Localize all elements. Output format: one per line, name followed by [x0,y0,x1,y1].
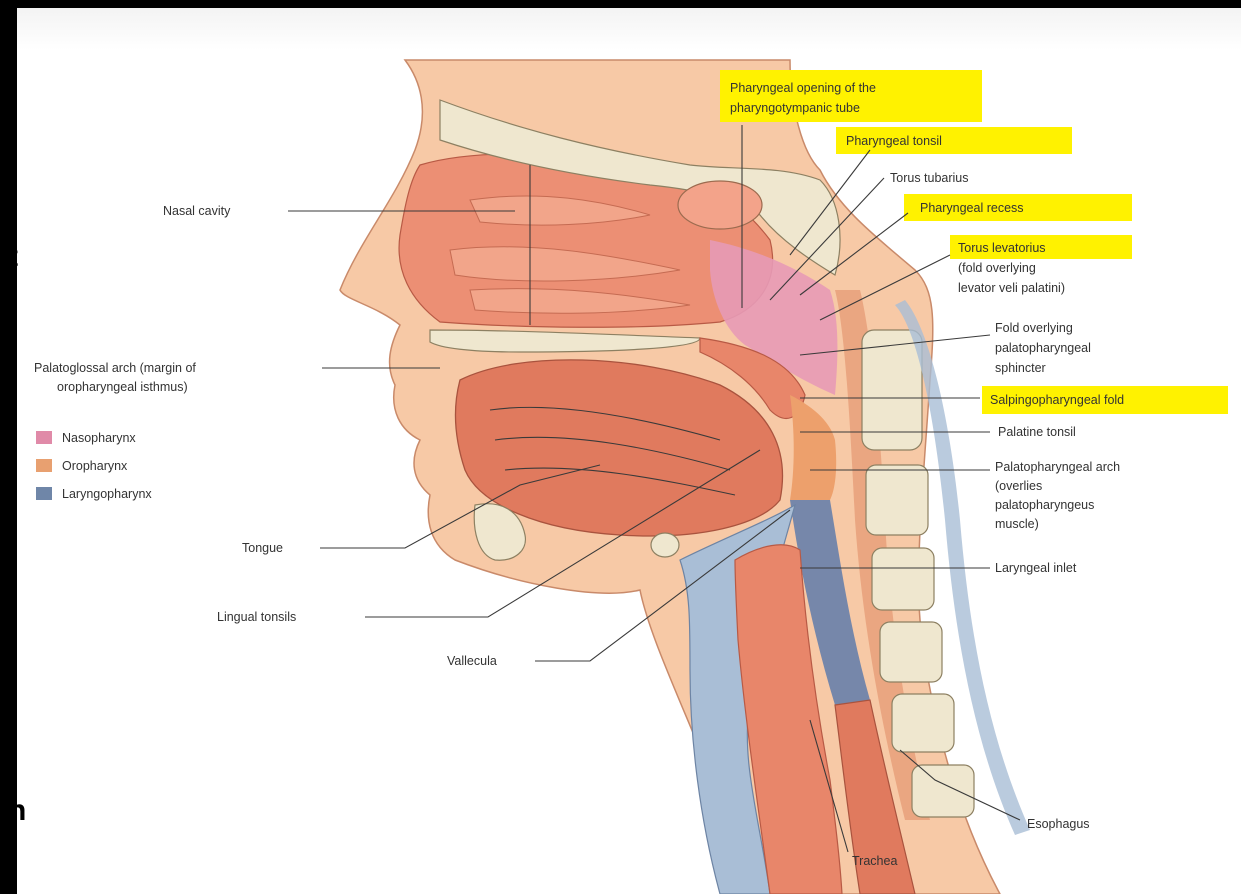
legend-label: Nasopharynx [62,431,136,445]
label-pharyngeal-tonsil: Pharyngeal tonsil [846,134,942,148]
label-fold-overlying: Fold overlying [995,321,1073,335]
label-vallecula: Vallecula [447,654,497,668]
label-palatopharyngeal-arch: Palatopharyngeal arch [995,460,1120,474]
label-torus-levatorius-2: (fold overlying [958,261,1036,275]
label-palatoglossal-arch-2: oropharyngeal isthmus) [57,380,188,394]
label-palatine-tonsil: Palatine tonsil [998,425,1076,439]
legend-label: Laryngopharynx [62,487,152,501]
legend: Nasopharynx Oropharynx Laryngopharynx [36,431,152,501]
label-nasal-cavity: Nasal cavity [163,204,231,218]
label-trachea: Trachea [852,854,897,868]
label-lingual-tonsils: Lingual tonsils [217,610,296,624]
legend-label: Oropharynx [62,459,128,473]
label-pharyngeal-opening: Pharyngeal opening of the [730,81,876,95]
legend-swatch [36,459,52,472]
label-torus-tubarius: Torus tubarius [890,171,969,185]
label-pharyngeal-recess: Pharyngeal recess [920,201,1024,215]
label-palatopharyngeal-arch-3: palatopharyngeus [995,498,1094,512]
label-fold-overlying-2: palatopharyngeal [995,341,1091,355]
label-esophagus: Esophagus [1027,817,1090,831]
label-pharyngeal-opening-2: pharyngotympanic tube [730,101,860,115]
legend-item-oropharynx: Oropharynx [36,459,128,473]
hyoid-bone [651,533,679,557]
label-torus-levatorius-3: levator veli palatini) [958,281,1065,295]
label-palatoglossal-arch: Palatoglossal arch (margin of [34,361,196,375]
legend-swatch [36,431,52,444]
legend-item-laryngopharynx: Laryngopharynx [36,487,152,501]
label-palatopharyngeal-arch-4: muscle) [995,517,1039,531]
label-torus-levatorius: Torus levatorius [958,241,1046,255]
anatomy-illustration [340,60,1030,894]
label-fold-overlying-3: sphincter [995,361,1046,375]
label-salpingopharyngeal-fold: Salpingopharyngeal fold [990,393,1124,407]
label-tongue: Tongue [242,541,283,555]
legend-item-nasopharynx: Nasopharynx [36,431,136,445]
label-palatopharyngeal-arch-2: (overlies [995,479,1042,493]
label-laryngeal-inlet: Laryngeal inlet [995,561,1077,575]
legend-swatch [36,487,52,500]
